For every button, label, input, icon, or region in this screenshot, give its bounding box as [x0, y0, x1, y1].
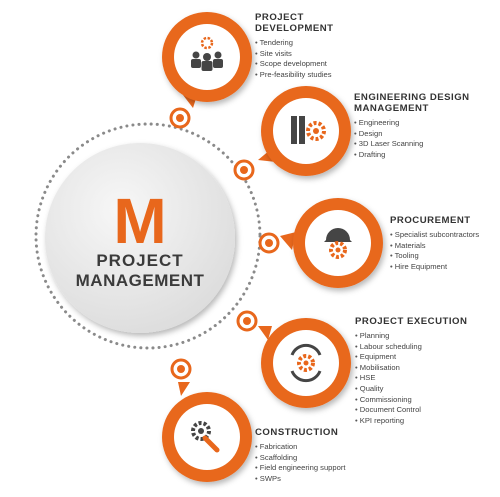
stage-project-development	[162, 12, 252, 129]
list-item: Field engineering support	[255, 463, 415, 474]
list-item: Labour scheduling	[355, 342, 495, 353]
stage-procurement	[258, 198, 383, 288]
list-item: HSE	[355, 373, 495, 384]
list-item: Materials	[390, 241, 500, 252]
list-item: Specialist subcontractors	[390, 230, 500, 241]
stage-item-list: Planning Labour scheduling Equipment Mob…	[355, 331, 495, 426]
center-letter-m: M	[113, 185, 166, 257]
stage-title-line2: MANAGEMENT	[354, 103, 429, 114]
cycle-gear-icon	[290, 343, 322, 383]
list-item: SWPs	[255, 474, 415, 485]
list-item: Fabrication	[255, 442, 415, 453]
stage-title-line1: ENGINEERING DESIGN	[354, 92, 470, 103]
stage-title-line1: PROJECT	[255, 12, 304, 23]
list-item: Engineering	[354, 118, 499, 129]
list-item: Drafting	[354, 150, 499, 161]
list-item: Planning	[355, 331, 495, 342]
stage-item-list: Engineering Design 3D Laser Scanning Dra…	[354, 118, 499, 160]
list-item: Tendering	[255, 38, 395, 49]
stage-text-engineering-design: ENGINEERING DESIGN MANAGEMENT Engineerin…	[354, 92, 499, 160]
stage-text-project-execution: PROJECT EXECUTION Planning Labour schedu…	[355, 316, 495, 426]
wrench-gear-icon	[191, 421, 220, 453]
list-item: Hire Equipment	[390, 262, 500, 273]
stage-text-construction: CONSTRUCTION Fabrication Scaffolding Fie…	[255, 427, 415, 484]
list-item: Equipment	[355, 352, 495, 363]
stage-item-list: Tendering Site visits Scope development …	[255, 38, 395, 80]
list-item: Design	[354, 129, 499, 140]
list-item: Scaffolding	[255, 453, 415, 464]
list-item: Mobilisation	[355, 363, 495, 374]
stage-item-list: Fabrication Scaffolding Field engineerin…	[255, 442, 415, 484]
center-title-line1: PROJECT	[96, 251, 183, 270]
list-item: Site visits	[255, 49, 395, 60]
stage-title: PROCUREMENT	[390, 215, 471, 226]
stage-title: PROJECT EXECUTION	[355, 316, 468, 327]
list-item: Scope development	[255, 59, 395, 70]
stage-engineering-design	[233, 86, 351, 181]
center-title-line2: MANAGEMENT	[76, 271, 205, 290]
list-item: KPI reporting	[355, 416, 495, 427]
dotted-orbit-ring	[34, 122, 262, 350]
center-circle	[45, 143, 235, 333]
hardhat-gear-icon	[324, 228, 352, 259]
list-item: 3D Laser Scanning	[354, 139, 499, 150]
stage-title: CONSTRUCTION	[255, 427, 339, 438]
list-item: Commissioning	[355, 395, 495, 406]
stage-text-procurement: PROCUREMENT Specialist subcontractors Ma…	[390, 215, 500, 272]
ruler-pencil-gear-icon	[291, 116, 326, 144]
stage-project-execution	[236, 310, 351, 408]
list-item: Document Control	[355, 405, 495, 416]
list-item: Quality	[355, 384, 495, 395]
stage-construction	[162, 358, 252, 482]
stage-item-list: Specialist subcontractors Materials Tool…	[390, 230, 500, 272]
stage-text-project-development: PROJECT DEVELOPMENT Tendering Site visit…	[255, 12, 395, 80]
team-gear-icon	[191, 36, 223, 71]
list-item: Pre-feasibility studies	[255, 70, 395, 81]
stage-title-line2: DEVELOPMENT	[255, 23, 334, 34]
list-item: Tooling	[390, 251, 500, 262]
